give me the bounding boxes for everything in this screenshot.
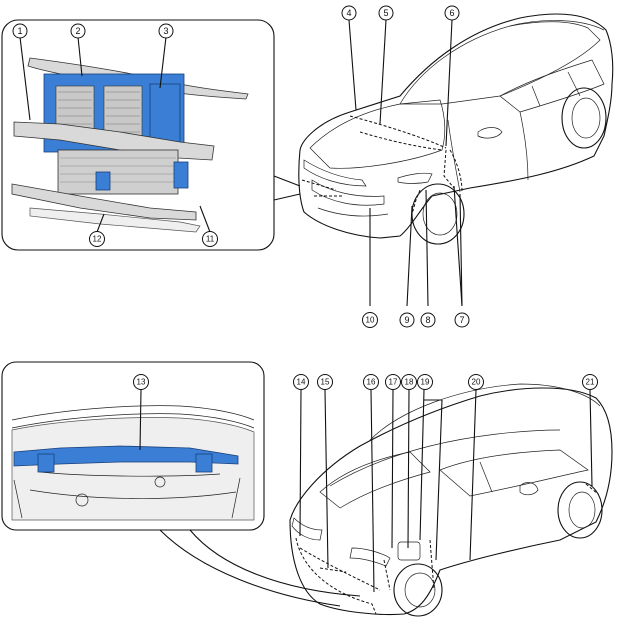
callout-1-label: 1 <box>17 26 22 36</box>
car-front-view <box>298 13 614 307</box>
callout-4-label: 4 <box>346 8 351 18</box>
callout-7-label: 7 <box>459 315 464 325</box>
callout-15-label: 15 <box>321 378 330 387</box>
callout-12: 12 <box>89 231 105 247</box>
callout-11: 11 <box>202 231 218 247</box>
callout-2: 2 <box>70 23 86 39</box>
callout-3-label: 3 <box>163 26 168 36</box>
callout-10-label: 10 <box>366 316 375 325</box>
callout-6-label: 6 <box>449 8 454 18</box>
callout-18: 18 <box>401 374 417 390</box>
front-module-detail-panel <box>1 19 275 251</box>
callout-21: 21 <box>582 374 598 390</box>
detail-connector <box>273 175 301 201</box>
callout-4: 4 <box>341 5 357 21</box>
callout-5-label: 5 <box>383 8 388 18</box>
callout-21-label: 21 <box>586 378 595 387</box>
callout-20: 20 <box>468 374 484 390</box>
rear-detail-connector <box>159 529 361 607</box>
callout-17-label: 17 <box>389 378 398 387</box>
callout-10: 10 <box>362 312 378 328</box>
callout-9-label: 9 <box>404 315 409 325</box>
callout-18-label: 18 <box>405 378 414 387</box>
callout-8-label: 8 <box>425 315 430 325</box>
callout-7: 7 <box>454 312 470 328</box>
callout-9: 9 <box>399 312 415 328</box>
callout-8: 8 <box>420 312 436 328</box>
callout-14: 14 <box>293 374 309 390</box>
callout-11-label: 11 <box>206 235 215 244</box>
callout-6: 6 <box>444 5 460 21</box>
callout-17: 17 <box>385 374 401 390</box>
callout-13: 13 <box>133 374 149 390</box>
callout-19-label: 19 <box>421 378 430 387</box>
car-rear-view <box>289 383 613 617</box>
callout-20-label: 20 <box>472 378 481 387</box>
callout-12-label: 12 <box>93 235 102 244</box>
callout-5: 5 <box>378 5 394 21</box>
callout-3: 3 <box>158 23 174 39</box>
callout-16: 16 <box>363 374 379 390</box>
rear-member-detail-panel <box>1 361 265 531</box>
callout-2-label: 2 <box>75 26 80 36</box>
callout-16-label: 16 <box>367 378 376 387</box>
callout-13-label: 13 <box>137 378 146 387</box>
callout-1: 1 <box>12 23 28 39</box>
callout-19: 19 <box>417 374 433 390</box>
callout-14-label: 14 <box>297 378 306 387</box>
callout-15: 15 <box>317 374 333 390</box>
